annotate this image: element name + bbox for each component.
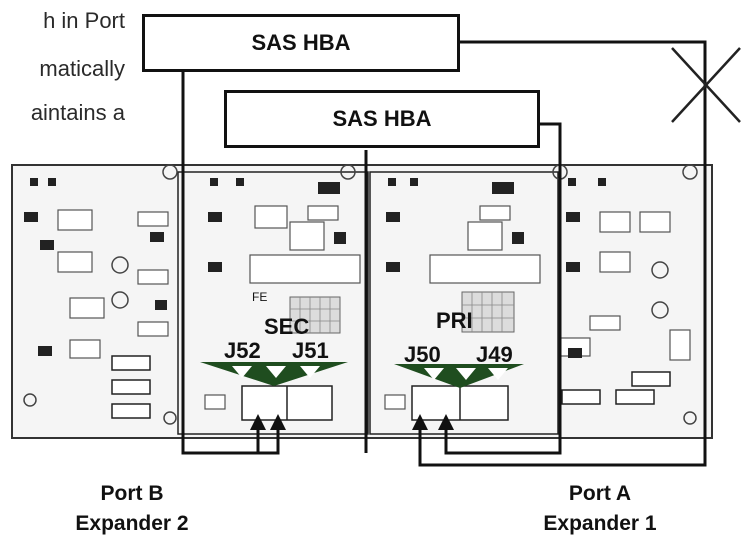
j52-label: J52 bbox=[224, 338, 261, 364]
j50-label: J50 bbox=[404, 342, 441, 368]
top-sas-hba-box: SAS HBA bbox=[142, 14, 460, 72]
j49-label: J49 bbox=[476, 342, 513, 368]
primary-expander-label: PRI bbox=[436, 308, 473, 334]
expander-2-label: Expander 2 bbox=[42, 512, 222, 536]
secondary-expander-label: SEC bbox=[264, 314, 309, 340]
port-b-label: Port B bbox=[42, 482, 222, 506]
fe-label: FE bbox=[252, 290, 267, 304]
port-a-label: Port A bbox=[510, 482, 690, 506]
middle-sas-hba-label: SAS HBA bbox=[332, 106, 431, 132]
j51-label: J51 bbox=[292, 338, 329, 364]
backplane-board bbox=[12, 165, 712, 438]
top-sas-hba-label: SAS HBA bbox=[251, 30, 350, 56]
expander-1-label: Expander 1 bbox=[510, 512, 690, 536]
middle-sas-hba-box: SAS HBA bbox=[224, 90, 540, 148]
